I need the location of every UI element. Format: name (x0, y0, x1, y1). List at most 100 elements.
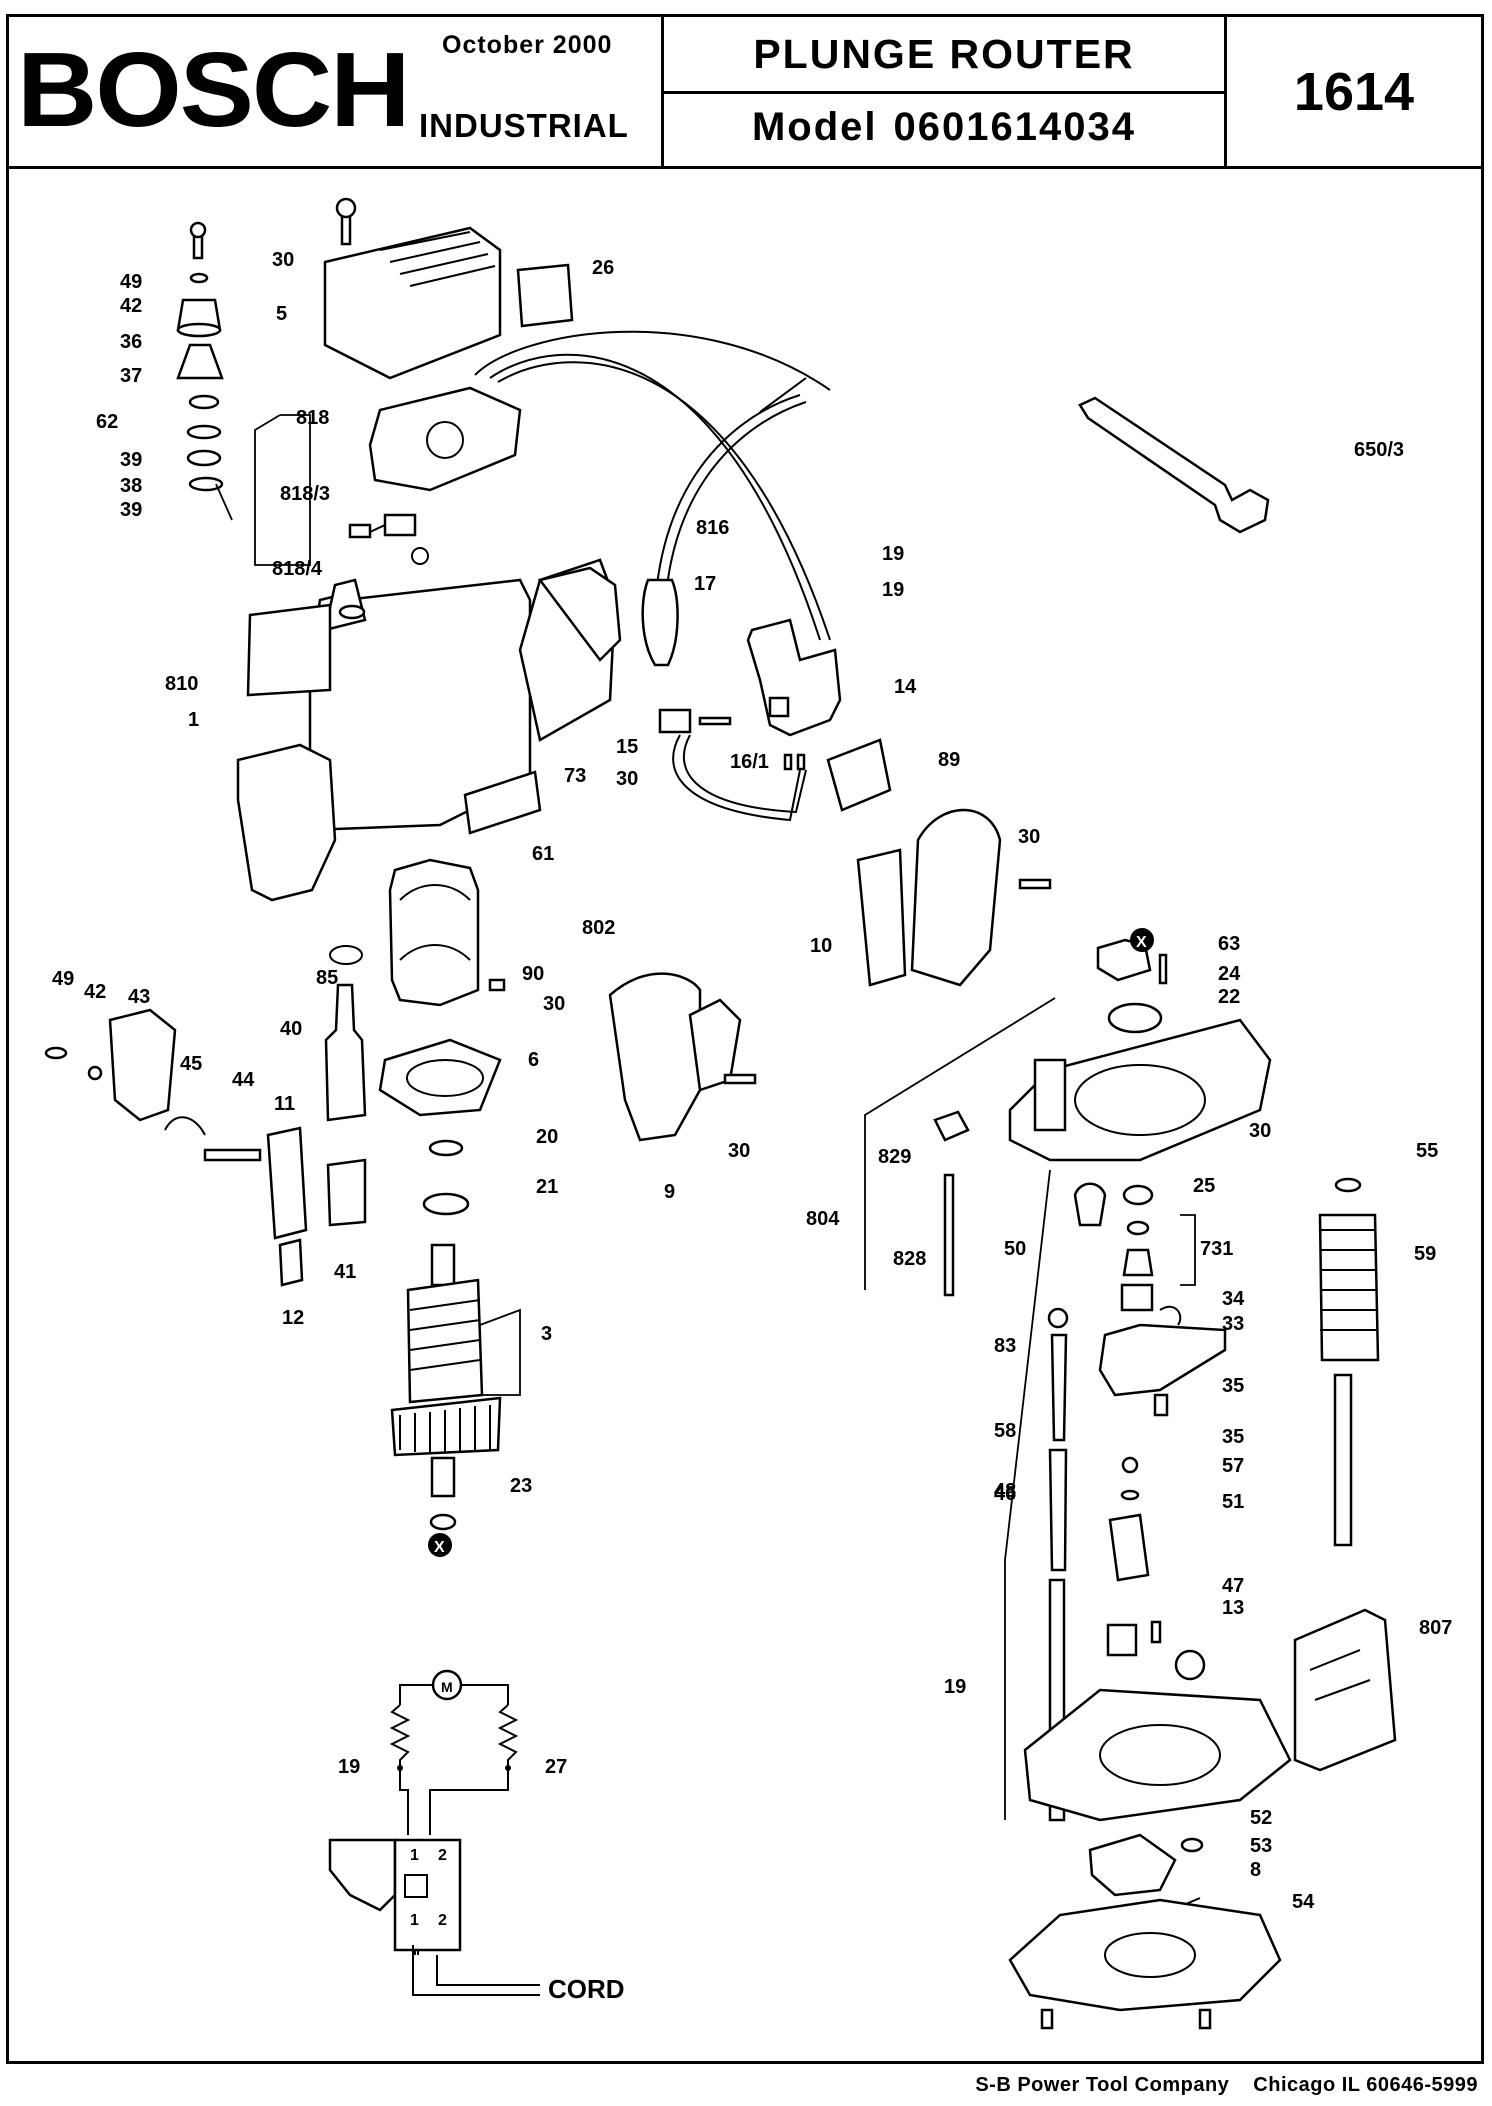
part-number-label: 8 (1250, 1859, 1261, 1881)
switch-terminal-1: 1 (410, 1847, 419, 1864)
cord-clamp-drawing (658, 708, 807, 822)
part-number-label: 25 (1193, 1175, 1215, 1197)
collet-731 (1122, 1248, 1154, 1277)
company-name: S-B Power Tool Company (975, 2074, 1230, 2096)
clamp-screw (698, 716, 732, 726)
wiring-schematic: M 1 2 1 2 CORD (328, 1669, 625, 2004)
part-number-label: 43 (128, 986, 150, 1008)
bearing-23 (429, 1513, 457, 1531)
part-number-label: 39 (120, 499, 142, 521)
cord-clamp-part (658, 708, 692, 734)
terminal-16-1 (796, 753, 806, 771)
lower-base-part (1023, 1688, 1292, 1822)
part-number-label: 15 (616, 736, 638, 758)
part-number-label: 30 (616, 768, 638, 790)
part-number-label: 55 (1416, 1140, 1438, 1162)
switch-terminal-2: 2 (438, 1847, 447, 1864)
cover-screw-head (335, 197, 357, 219)
part-number-label: 30 (1249, 1120, 1271, 1142)
model-label: Model (751, 105, 878, 149)
model-number: 0601614034 (893, 105, 1136, 149)
junction-dot (397, 1765, 403, 1771)
post-socket (1033, 1058, 1067, 1132)
bracket-731 (1180, 1214, 1196, 1286)
part-number-label: 11 (274, 1093, 295, 1115)
switch-drawing (746, 618, 892, 812)
divider (664, 91, 1224, 94)
field-winding (429, 1704, 519, 1835)
part-number-label: 19 (882, 543, 904, 565)
part-number-label: 26 (592, 257, 614, 279)
callout-markers: X X (428, 928, 1154, 1557)
part-number-label: 38 (120, 475, 142, 497)
part-number-label: 13 (1222, 1597, 1244, 1619)
ring-55 (1334, 1177, 1362, 1193)
bracket-807 (1004, 1169, 1051, 1820)
lead-wire (682, 734, 807, 814)
sub-base-opening (1104, 1932, 1196, 1978)
motor-cover-part (323, 226, 502, 380)
lock-body-41 (326, 1158, 367, 1227)
knob-base (176, 322, 222, 338)
part-number-label: 828 (893, 1248, 926, 1270)
part-number-label: 30 (543, 993, 565, 1015)
bearing-22 (1107, 1002, 1163, 1034)
motor-symbol-label: M (441, 1679, 453, 1695)
switch-plate-89 (826, 738, 892, 812)
part-number-label: 19 (882, 579, 904, 601)
label-plate (516, 263, 574, 328)
leader-line (215, 483, 233, 521)
part-number-label: 44 (232, 1069, 255, 1091)
cable-19 (489, 353, 821, 641)
part-number-label: 807 (1419, 1617, 1452, 1639)
knob-stack-drawing (176, 221, 233, 521)
motor-housing-part (308, 578, 532, 832)
plate-52 (1088, 1833, 1177, 1897)
part-number-label: 52 (1250, 1807, 1272, 1829)
publication-date: October 2000 (442, 31, 613, 59)
callout-x-label: X (434, 1539, 445, 1556)
screw-63 (1158, 953, 1168, 985)
part-number-label: 54 (1292, 1891, 1315, 1913)
spanner-wrench (1078, 396, 1270, 534)
cone-part (176, 343, 224, 380)
part-number-label: 30 (272, 249, 294, 271)
part-number-label: 12 (282, 1307, 304, 1329)
part-number-label: 63 (1218, 933, 1240, 955)
divider (661, 17, 664, 166)
handle-bracket (688, 998, 742, 1092)
part-number-label: 36 (120, 331, 142, 353)
wing-nut-50 (1073, 1182, 1107, 1227)
part-number-label: 16/1 (730, 751, 769, 773)
housing-handle-mount (537, 566, 622, 662)
part-number-label: 62 (96, 411, 118, 433)
terminal-16-1 (783, 753, 793, 771)
part-number-label: 58 (994, 1420, 1016, 1442)
part-number-label: 818/4 (272, 558, 323, 580)
armature-windings (409, 1299, 481, 1371)
cord-drawing (474, 330, 831, 667)
company-address: Chicago IL 60646-5999 (1253, 2074, 1478, 2096)
bracket-818 (254, 414, 311, 566)
brush-holder-part (368, 386, 522, 492)
part-number-label: 42 (120, 295, 142, 317)
part-number-label: 49 (120, 271, 142, 293)
brush-part (348, 523, 372, 539)
switch-outline (328, 1838, 397, 1912)
cover-vents (379, 231, 496, 287)
part-number-label: 45 (180, 1053, 202, 1075)
part-number-label: 17 (694, 573, 716, 595)
screw-49 (44, 1046, 68, 1060)
pin-47 (1150, 1620, 1162, 1644)
part-number-label: 5 (276, 303, 287, 325)
upper-base-bore (1074, 1064, 1206, 1136)
spring-45 (164, 1116, 206, 1136)
brand-logo: BOSCH (17, 31, 411, 149)
part-number-label: 33 (1222, 1313, 1244, 1335)
armature-shaft-lower (430, 1456, 456, 1498)
cord-end (759, 377, 807, 413)
part-number-label: 73 (564, 765, 586, 787)
handle-screw (1018, 878, 1052, 890)
o-ring-85 (329, 945, 363, 965)
